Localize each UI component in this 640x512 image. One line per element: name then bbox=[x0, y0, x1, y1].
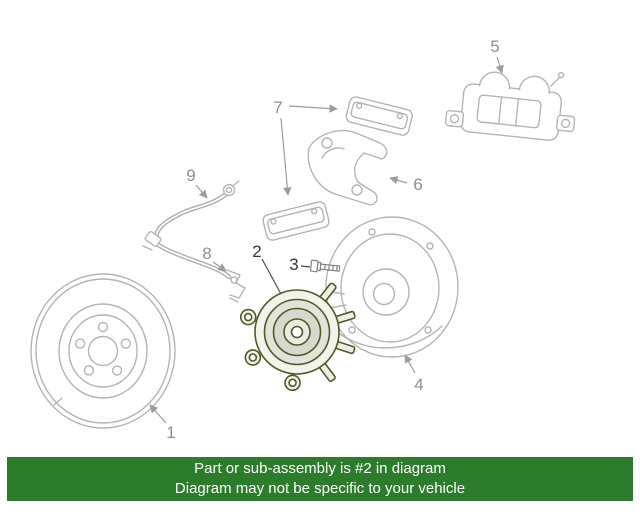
part-label-1: 1 bbox=[166, 423, 175, 442]
brake-hose-illustration bbox=[142, 180, 240, 280]
note-banner: Part or sub-assembly is #2 in diagram Di… bbox=[7, 457, 633, 501]
hub-bolt-illustration bbox=[309, 259, 341, 273]
wheel-hub-assembly-illustration bbox=[239, 282, 356, 392]
hose-bracket-illustration bbox=[226, 269, 246, 303]
brake-pad-outer-illustration bbox=[345, 96, 413, 136]
part-label-6: 6 bbox=[413, 175, 422, 194]
brake-rotor-illustration bbox=[30, 273, 176, 429]
leader-lines bbox=[149, 56, 504, 424]
part-label-4: 4 bbox=[414, 375, 423, 394]
part-label-5: 5 bbox=[490, 37, 499, 56]
note-banner-line2: Diagram may not be specific to your vehi… bbox=[174, 480, 466, 497]
caliper-bracket-illustration bbox=[307, 130, 388, 206]
splash-shield-illustration bbox=[325, 216, 459, 358]
note-banner-line1: Part or sub-assembly is #2 in diagram bbox=[194, 460, 446, 477]
part-label-7: 7 bbox=[273, 98, 282, 117]
part-label-3: 3 bbox=[289, 255, 298, 274]
part-label-9: 9 bbox=[186, 166, 195, 185]
part-label-2: 2 bbox=[252, 242, 261, 261]
part-label-8: 8 bbox=[202, 244, 211, 263]
brake-caliper-illustration bbox=[444, 71, 576, 141]
brake-pad-inner-illustration bbox=[262, 201, 330, 241]
part-labels: 1 2 3 4 5 6 7 8 9 bbox=[166, 37, 499, 442]
